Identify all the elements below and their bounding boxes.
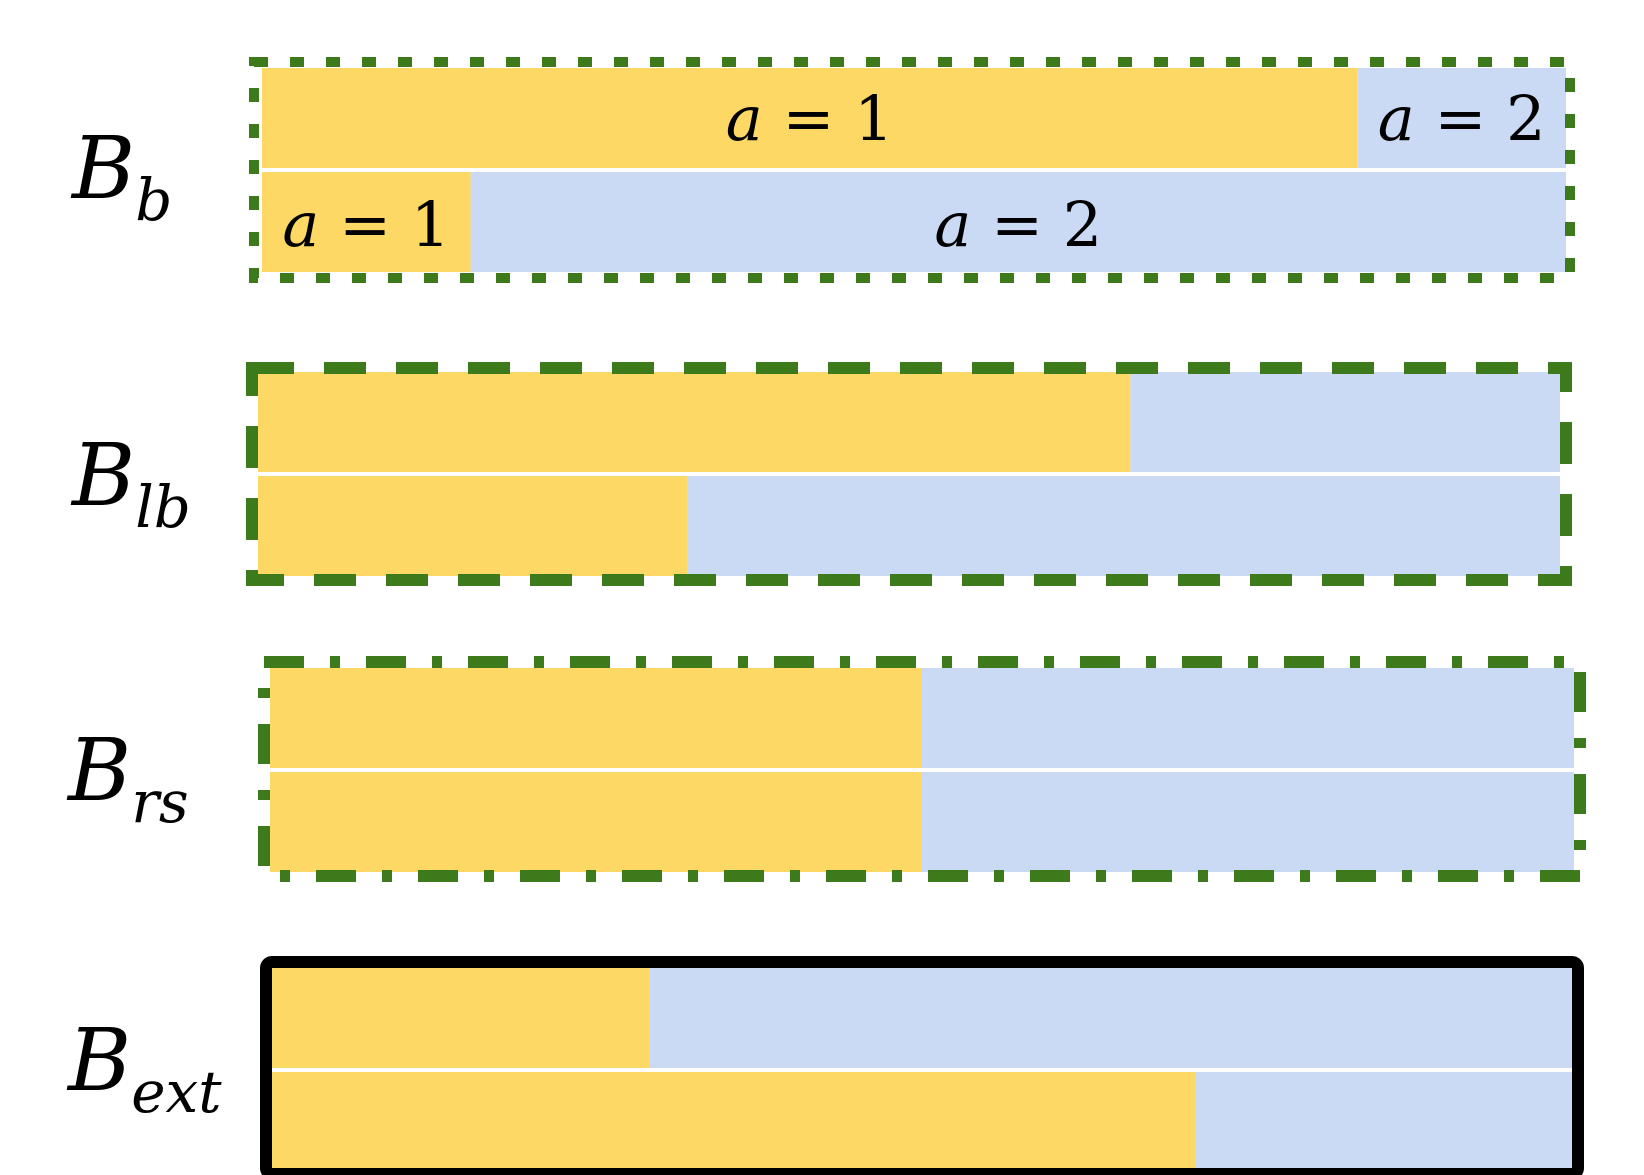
bar-rs-2-seg-a2 [922, 772, 1574, 872]
bar-lb-2 [258, 476, 1560, 576]
bar-b-1-seg-a2 [1357, 68, 1566, 168]
row-label-lb: Blb [70, 426, 191, 541]
bar-lb-2-seg-a1 [258, 476, 688, 576]
bar-b-2-label-a1: a = 1 [282, 188, 450, 261]
bar-b-2-seg-a1 [262, 172, 471, 272]
bar-ext-1-seg-a2 [649, 968, 1572, 1068]
bar-rs-2-seg-a1 [270, 772, 922, 872]
bar-b-1: a = 1 a = 2 [262, 68, 1566, 168]
bar-lb-1-seg-a2 [1130, 372, 1560, 472]
frame-lb [246, 362, 1572, 586]
bar-rs-1 [270, 668, 1574, 768]
row-ext: Bext [66, 956, 1584, 1175]
bar-ext-1 [272, 968, 1572, 1068]
frame-b [249, 57, 1575, 283]
bar-b-1-seg-a1 [262, 68, 1358, 168]
bar-b-2-label-a2: a = 2 [934, 188, 1102, 261]
bar-lb-1 [258, 372, 1560, 472]
bar-b-2: a = 1 a = 2 [262, 172, 1566, 272]
bar-rs-1-seg-a2 [922, 668, 1574, 768]
row-rs: Brs [66, 656, 1586, 882]
bar-rs-1-seg-a1 [270, 668, 922, 768]
bar-b-2-seg-a2 [470, 172, 1566, 272]
bar-lb-2-seg-a2 [687, 476, 1560, 576]
row-b: Bb a = 1 a = 2 a = 1 a = 2 [70, 57, 1575, 283]
row-lb: Blb [70, 362, 1572, 586]
bar-ext-2-seg-a2 [1195, 1072, 1572, 1172]
bar-b-1-label-a2: a = 2 [1378, 82, 1546, 155]
frame-ext [260, 956, 1584, 1175]
bar-ext-2 [272, 1072, 1572, 1172]
bar-ext-2-seg-a1 [272, 1072, 1195, 1172]
bar-lb-1-seg-a1 [258, 372, 1131, 472]
bar-ext-1-seg-a1 [272, 968, 649, 1068]
bar-rs-2 [270, 772, 1574, 872]
row-label-b: Bb [70, 119, 172, 234]
row-label-ext: Bext [66, 1011, 222, 1126]
row-label-rs: Brs [66, 721, 189, 836]
bar-b-1-label-a1: a = 1 [726, 82, 894, 155]
